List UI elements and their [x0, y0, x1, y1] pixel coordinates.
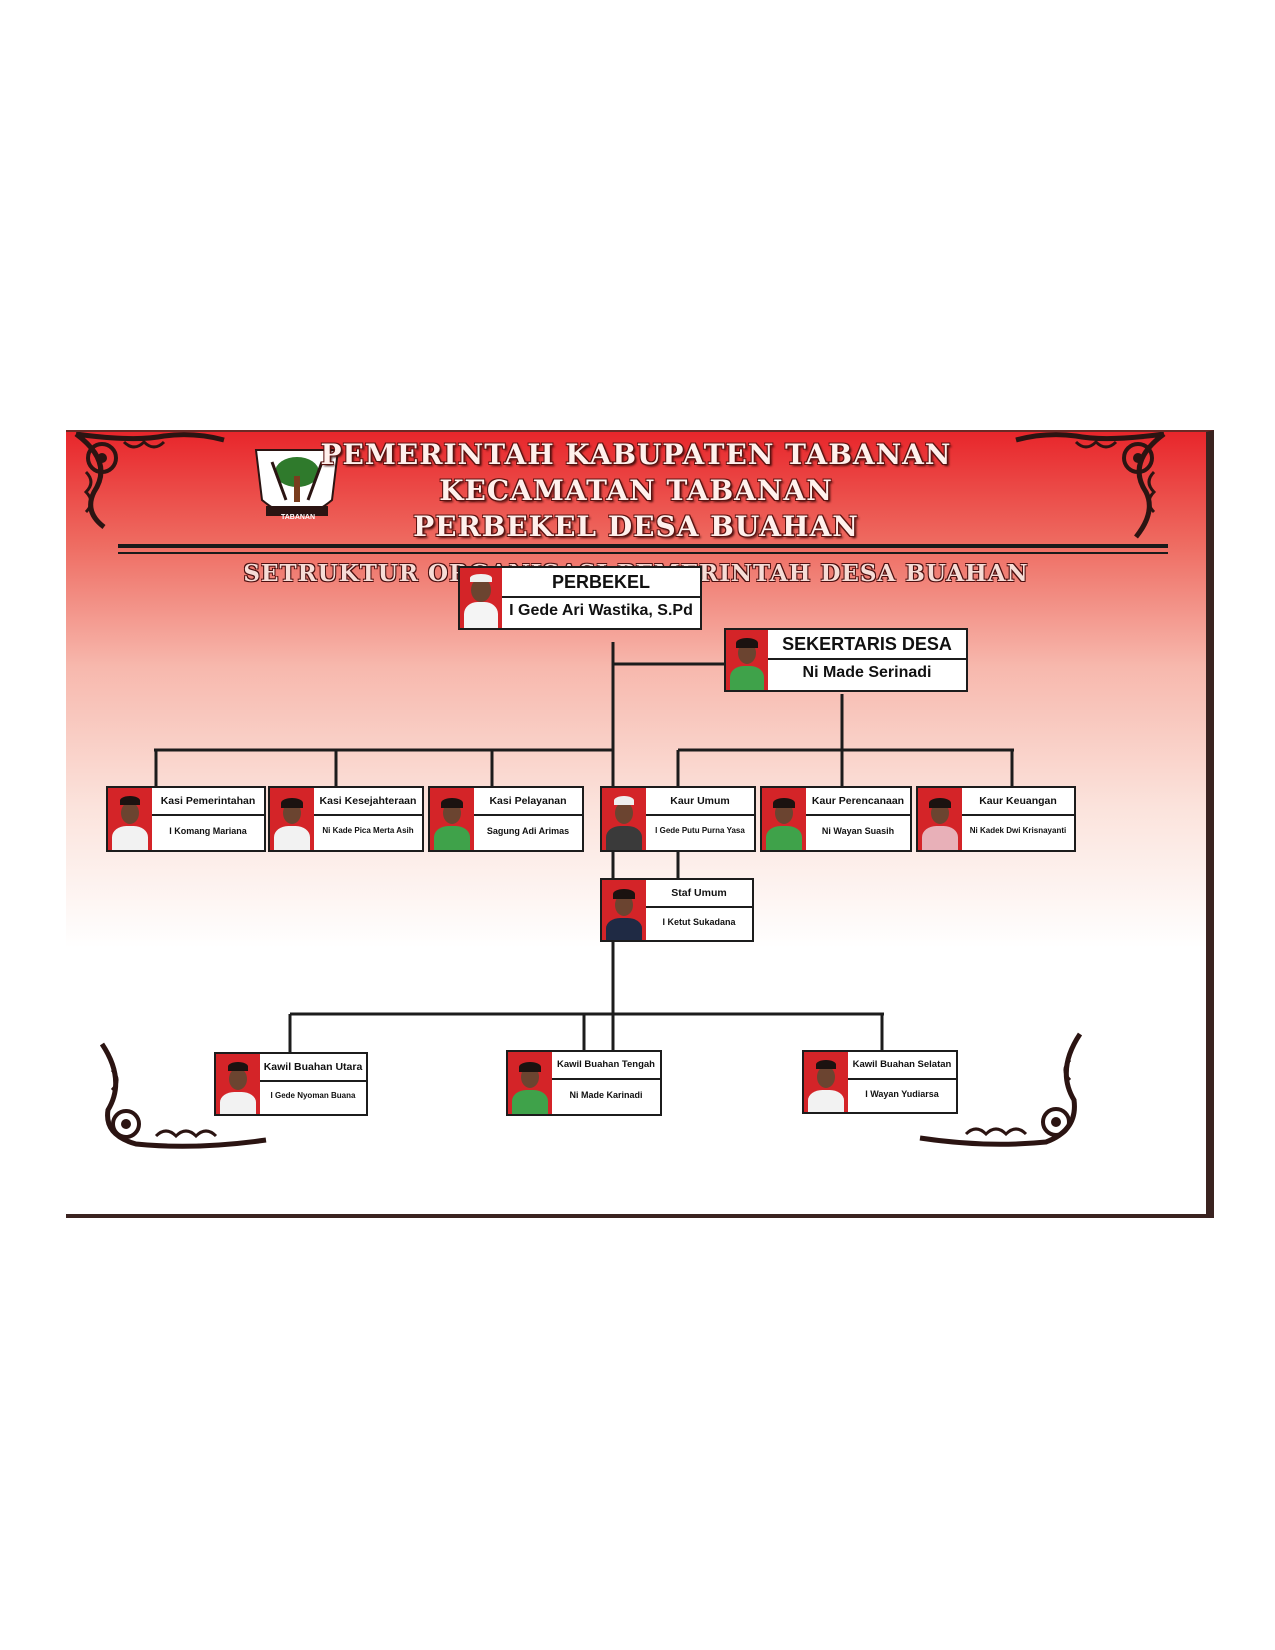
title-village-head: PERBEKEL DESA BUAHAN — [413, 510, 859, 543]
corner-ornament-top-left-icon — [74, 432, 225, 529]
photo-staf-umum — [602, 880, 646, 940]
name-kaur-perencanaan: Ni Wayan Suasih — [821, 826, 895, 836]
node-sekretaris: SEKERTARIS DESA Ni Made Serinadi — [724, 628, 968, 692]
photo-kawil-utara — [216, 1054, 260, 1114]
role-staf-umum: Staf Umum — [646, 880, 752, 908]
role-kaur-perencanaan: Kaur Perencanaan — [806, 788, 910, 816]
photo-kawil-tengah — [508, 1052, 552, 1114]
photo-kasi-pemerintahan — [108, 788, 152, 850]
node-kaur-umum: Kaur Umum I Gede Putu Purna Yasa — [600, 786, 756, 852]
name-kawil-selatan: I Wayan Yudiarsa — [865, 1089, 939, 1099]
connector-lines — [154, 642, 1014, 1062]
role-kawil-selatan: Kawil Buahan Selatan — [848, 1052, 956, 1080]
role-kaur-keuangan: Kaur Keuangan — [962, 788, 1074, 816]
role-kasi-pemerintahan: Kasi Pemerintahan — [152, 788, 264, 816]
regency-emblem-icon — [254, 449, 340, 516]
node-perbekel: PERBEKEL I Gede Ari Wastika, S.Pd — [458, 566, 702, 630]
node-staf-umum: Staf Umum I Ketut Sukadana — [600, 878, 754, 942]
org-chart-board: TABANAN PEMERINTAH KABUPATEN TABANAN KEC… — [66, 430, 1214, 1218]
photo-kasi-kesejahteraan — [270, 788, 314, 850]
node-kawil-tengah: Kawil Buahan Tengah Ni Made Karinadi — [506, 1050, 662, 1116]
name-kasi-pelayanan: Sagung Adi Arimas — [486, 826, 570, 836]
name-kasi-kesejahteraan: Ni Kade Pica Merta Asih — [322, 826, 414, 835]
name-kaur-keuangan: Ni Kadek Dwi Krisnayanti — [969, 826, 1067, 835]
node-kawil-selatan: Kawil Buahan Selatan I Wayan Yudiarsa — [802, 1050, 958, 1114]
node-kasi-pemerintahan: Kasi Pemerintahan I Komang Mariana — [106, 786, 266, 852]
role-kasi-kesejahteraan: Kasi Kesejahteraan — [314, 788, 422, 816]
corner-ornament-bottom-right-icon — [919, 1032, 1083, 1147]
title-regency: PEMERINTAH KABUPATEN TABANAN — [320, 438, 952, 471]
node-kasi-kesejahteraan: Kasi Kesejahteraan Ni Kade Pica Merta As… — [268, 786, 424, 852]
role-kawil-tengah: Kawil Buahan Tengah — [552, 1052, 660, 1080]
role-kawil-utara: Kawil Buahan Utara — [260, 1054, 366, 1082]
title-district: KECAMATAN TABANAN — [439, 474, 833, 507]
name-perbekel: I Gede Ari Wastika, S.Pd — [509, 602, 693, 619]
role-kasi-pelayanan: Kasi Pelayanan — [474, 788, 582, 816]
corner-ornament-top-right-icon — [1015, 432, 1166, 539]
photo-kaur-perencanaan — [762, 788, 806, 850]
photo-perbekel — [460, 568, 502, 628]
role-perbekel: PERBEKEL — [502, 568, 700, 598]
node-kasi-pelayanan: Kasi Pelayanan Sagung Adi Arimas — [428, 786, 584, 852]
photo-kaur-keuangan — [918, 788, 962, 850]
name-kasi-pemerintahan: I Komang Mariana — [169, 826, 247, 836]
photo-sekretaris — [726, 630, 768, 690]
title-rule-thick — [118, 544, 1168, 548]
photo-kaur-umum — [602, 788, 646, 850]
name-kawil-utara: I Gede Nyoman Buana — [270, 1091, 356, 1100]
node-kaur-keuangan: Kaur Keuangan Ni Kadek Dwi Krisnayanti — [916, 786, 1076, 852]
name-staf-umum: I Ketut Sukadana — [662, 917, 736, 927]
role-sekretaris: SEKERTARIS DESA — [768, 630, 966, 660]
name-kawil-tengah: Ni Made Karinadi — [569, 1090, 643, 1100]
name-kaur-umum: I Gede Putu Purna Yasa — [655, 826, 745, 835]
node-kaur-perencanaan: Kaur Perencanaan Ni Wayan Suasih — [760, 786, 912, 852]
emblem-text: TABANAN — [280, 514, 316, 521]
node-kawil-utara: Kawil Buahan Utara I Gede Nyoman Buana — [214, 1052, 368, 1116]
role-kaur-umum: Kaur Umum — [646, 788, 754, 816]
title-rule-thin — [118, 552, 1168, 554]
corner-ornament-bottom-left-icon — [99, 1042, 267, 1149]
photo-kawil-selatan — [804, 1052, 848, 1112]
photo-kasi-pelayanan — [430, 788, 474, 850]
name-sekretaris: Ni Made Serinadi — [802, 664, 932, 681]
